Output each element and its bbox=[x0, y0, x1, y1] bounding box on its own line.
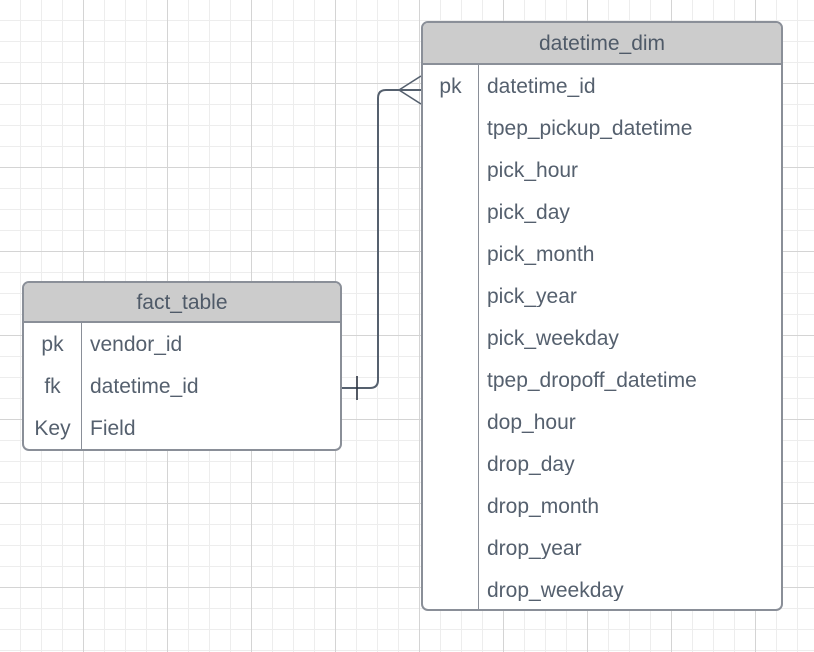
column-field: datetime_id bbox=[90, 375, 199, 397]
table-row[interactable]: drop_day bbox=[423, 443, 781, 485]
table-row[interactable]: Key Field bbox=[24, 407, 340, 449]
table-row[interactable]: pick_day bbox=[423, 191, 781, 233]
crowsfoot-many-marker bbox=[398, 75, 422, 105]
column-field: vendor_id bbox=[90, 333, 183, 355]
table-row[interactable]: drop_year bbox=[423, 527, 781, 569]
column-field: pick_hour bbox=[487, 159, 579, 181]
entity-fact-table-columns: pk vendor_id fk datetime_id Key Field bbox=[24, 323, 340, 449]
entity-fact-table[interactable]: fact_table pk vendor_id fk datetime_id K… bbox=[22, 281, 342, 451]
entity-datetime-dim-columns: pk datetime_id tpep_pickup_datetime pick… bbox=[423, 65, 781, 609]
table-row[interactable]: fk datetime_id bbox=[24, 365, 340, 407]
column-field: drop_weekday bbox=[487, 579, 624, 601]
table-row[interactable]: drop_month bbox=[423, 485, 781, 527]
entity-datetime-dim[interactable]: datetime_dim pk datetime_id tpep_pickup_… bbox=[421, 21, 783, 611]
column-field: pick_day bbox=[487, 201, 570, 223]
column-field: pick_month bbox=[487, 243, 595, 265]
table-row[interactable]: tpep_dropoff_datetime bbox=[423, 359, 781, 401]
column-field: pick_weekday bbox=[487, 327, 619, 349]
table-row[interactable]: drop_weekday bbox=[423, 569, 781, 609]
column-field: drop_month bbox=[487, 495, 600, 517]
column-field: drop_year bbox=[487, 537, 582, 559]
column-field: datetime_id bbox=[487, 75, 596, 97]
table-row[interactable]: dop_hour bbox=[423, 401, 781, 443]
table-row[interactable]: pk datetime_id bbox=[423, 65, 781, 107]
column-field: pick_year bbox=[487, 285, 577, 307]
column-key: pk bbox=[41, 332, 64, 356]
table-row[interactable]: pick_year bbox=[423, 275, 781, 317]
table-row[interactable]: pick_month bbox=[423, 233, 781, 275]
entity-fact-table-title: fact_table bbox=[24, 283, 340, 323]
connector-line bbox=[341, 89, 421, 389]
column-key: Key bbox=[34, 416, 71, 440]
table-row[interactable]: tpep_pickup_datetime bbox=[423, 107, 781, 149]
column-field: Field bbox=[90, 417, 136, 439]
column-field: drop_day bbox=[487, 453, 575, 475]
column-key: pk bbox=[439, 74, 462, 98]
entity-datetime-dim-title: datetime_dim bbox=[423, 23, 781, 65]
table-row[interactable]: pick_hour bbox=[423, 149, 781, 191]
column-field: tpep_pickup_datetime bbox=[487, 117, 693, 139]
column-field: tpep_dropoff_datetime bbox=[487, 369, 697, 391]
table-row[interactable]: pick_weekday bbox=[423, 317, 781, 359]
table-row[interactable]: pk vendor_id bbox=[24, 323, 340, 365]
column-field: dop_hour bbox=[487, 411, 576, 433]
column-key: fk bbox=[44, 374, 61, 398]
